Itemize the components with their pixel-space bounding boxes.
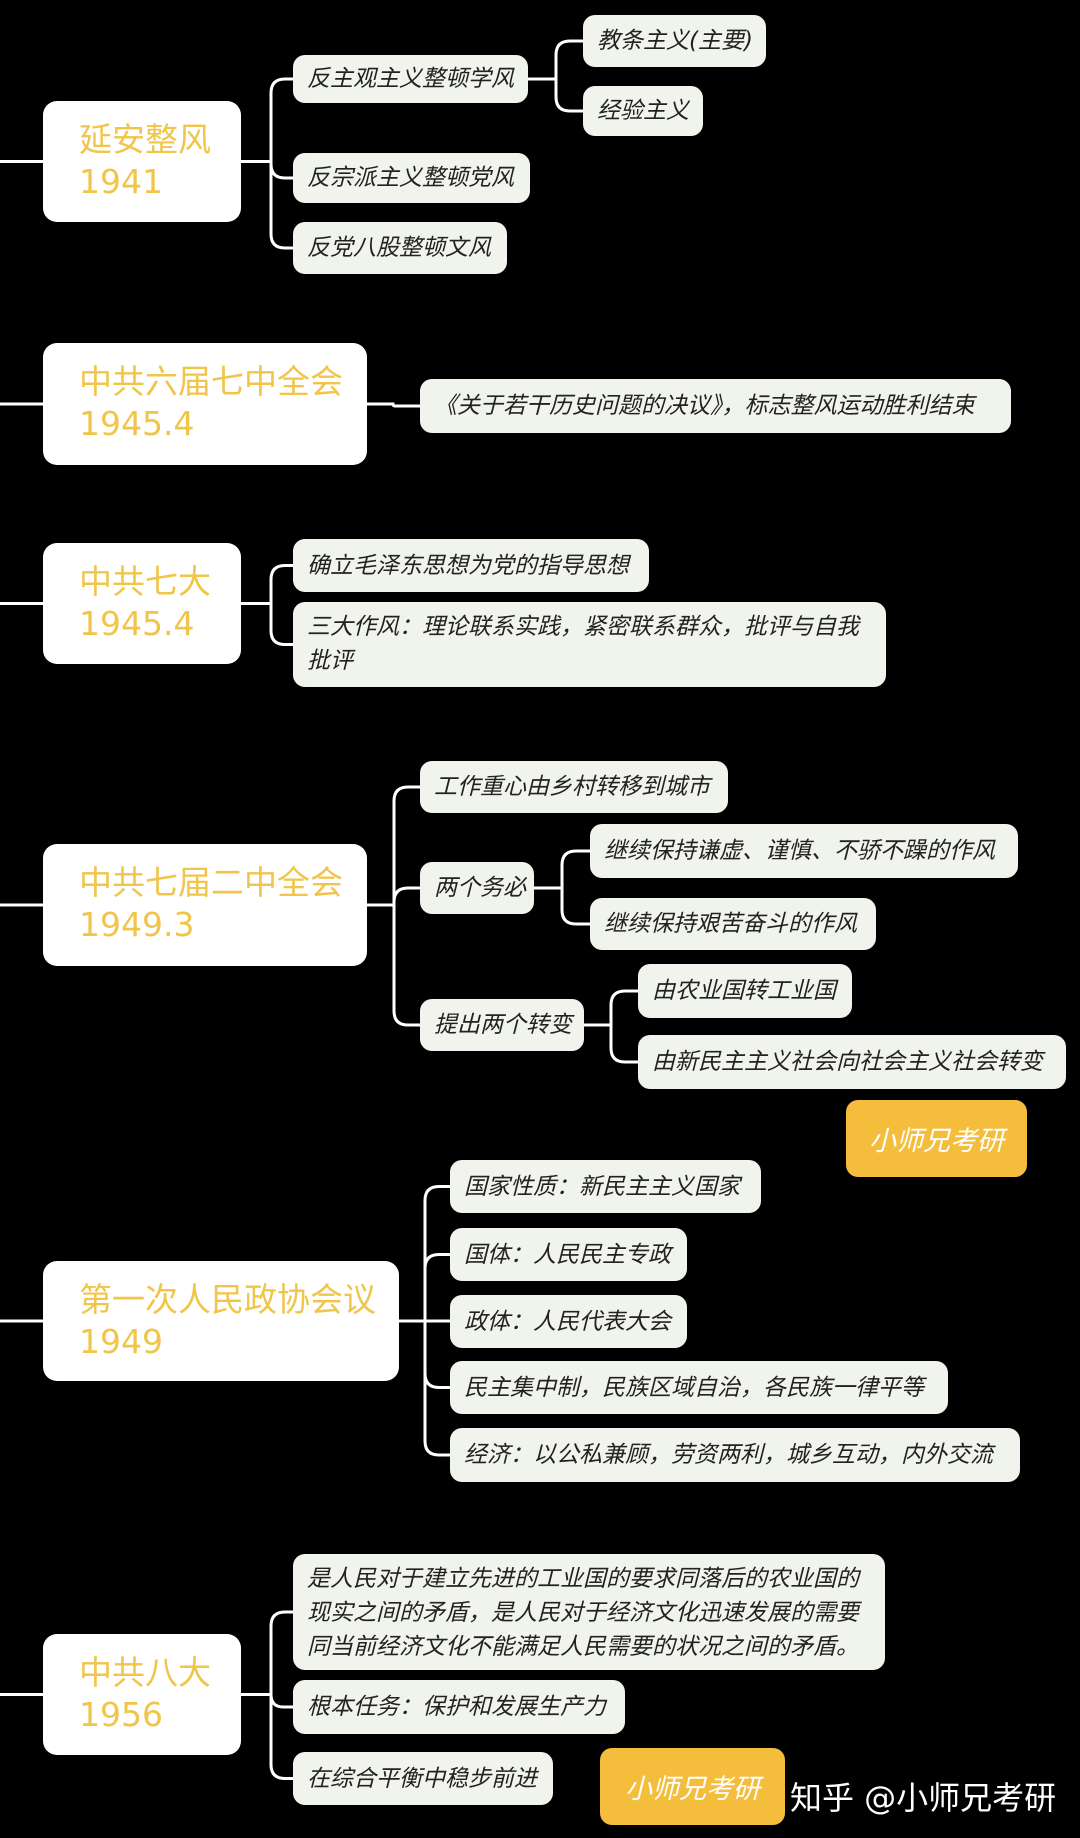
- topic-title: 第一次人民政协会议: [79, 1280, 376, 1319]
- branch-mao-thought: 确立毛泽东思想为党的指导思想: [293, 539, 649, 592]
- connector-line: [528, 77, 583, 113]
- brand-badge: 小师兄考研: [846, 1100, 1027, 1177]
- connector-line: [241, 1693, 293, 1780]
- zhihu-watermark: 知乎 @小师兄考研: [790, 1779, 1057, 1817]
- connector-line: [241, 1610, 293, 1696]
- branch-main-contradiction: 是人民对于建立先进的工业国的要求同落后的农业国的现实之间的矛盾，是人民对于经济文…: [293, 1554, 885, 1670]
- leaf-agri-to-industry: 由农业国转工业国: [638, 964, 852, 1018]
- topic-date: 1945.4: [79, 604, 195, 643]
- topic-date: 1949.3: [79, 905, 195, 944]
- branch-democratic-centralism: 民主集中制，民族区域自治，各民族一律平等: [450, 1361, 948, 1414]
- branch-anti-sectarianism: 反宗派主义整顿党风: [293, 153, 530, 203]
- topic-7th-2nd-plenum: 中共七届二中全会 1949.3: [43, 844, 367, 966]
- branch-fundamental-task: 根本任务：保护和发展生产力: [293, 1680, 625, 1734]
- topic-7th-congress: 中共七大 1945.4: [43, 543, 241, 664]
- branch-anti-party-jargon: 反党八股整顿文风: [293, 222, 507, 274]
- leaf-empiricism: 经验主义: [583, 86, 703, 136]
- branch-state-system: 国体：人民民主专政: [450, 1228, 687, 1281]
- leaf-new-democracy-to-socialism: 由新民主主义社会向社会主义社会转变: [638, 1035, 1066, 1089]
- leaf-dogmatism: 教条主义(主要): [583, 15, 766, 67]
- topic-6th-7th-plenum: 中共六届七中全会 1945.4: [43, 343, 367, 465]
- branch-state-nature: 国家性质：新民主主义国家: [450, 1160, 761, 1213]
- leaf-hard-work: 继续保持艰苦奋斗的作风: [590, 898, 876, 950]
- branch-anti-subjectivism: 反主观主义整顿学风: [293, 55, 528, 103]
- topic-title: 延安整风: [79, 120, 211, 159]
- branch-two-musts: 两个务必: [420, 862, 534, 914]
- topic-yanan-rectification: 延安整风 1941: [43, 101, 241, 222]
- topic-date: 1949: [79, 1322, 163, 1361]
- topic-first-cppcc: 第一次人民政协会议 1949: [43, 1261, 399, 1381]
- branch-three-styles: 三大作风：理论联系实践，紧密联系群众，批评与自我批评: [293, 602, 886, 687]
- topic-title: 中共六届七中全会: [79, 362, 343, 401]
- connector-line: [534, 886, 590, 926]
- connector-line: [584, 1023, 638, 1064]
- connector-line: [367, 886, 420, 907]
- connector-line: [534, 849, 590, 890]
- branch-balanced-progress: 在综合平衡中稳步前进: [293, 1752, 553, 1805]
- connector-line: [367, 785, 420, 907]
- connector-line: [241, 602, 293, 646]
- branch-work-focus-shift: 工作重心由乡村转移到城市: [420, 761, 728, 813]
- branch-two-transitions: 提出两个转变: [420, 999, 584, 1051]
- topic-date: 1956: [79, 1695, 163, 1734]
- branch-history-resolution: 《关于若干历史问题的决议》，标志整风运动胜利结束: [420, 379, 1011, 433]
- branch-economy: 经济：以公私兼顾，劳资两利，城乡互动，内外交流: [450, 1428, 1020, 1482]
- topic-date: 1941: [79, 162, 163, 201]
- connector-line: [367, 402, 420, 408]
- leaf-modesty: 继续保持谦虚、谨慎、不骄不躁的作风: [590, 824, 1018, 878]
- topic-8th-congress: 中共八大 1956: [43, 1634, 241, 1755]
- connector-line: [241, 77, 293, 163]
- topic-date: 1945.4: [79, 404, 195, 443]
- connector-line: [241, 160, 293, 250]
- connector-line: [241, 564, 293, 605]
- connector-line: [241, 160, 293, 180]
- topic-title: 中共七届二中全会: [79, 863, 343, 902]
- connector-line: [399, 1253, 450, 1323]
- connector-line: [399, 1319, 450, 1457]
- connector-line: [528, 39, 583, 81]
- connector-line: [584, 989, 638, 1027]
- topic-title: 中共八大: [79, 1653, 211, 1692]
- connector-line: [241, 1693, 293, 1709]
- brand-badge: 小师兄考研: [600, 1748, 785, 1825]
- connector-line: [399, 1185, 450, 1323]
- branch-government-system: 政体：人民代表大会: [450, 1295, 687, 1348]
- topic-title: 中共七大: [79, 562, 211, 601]
- connector-line: [367, 903, 420, 1027]
